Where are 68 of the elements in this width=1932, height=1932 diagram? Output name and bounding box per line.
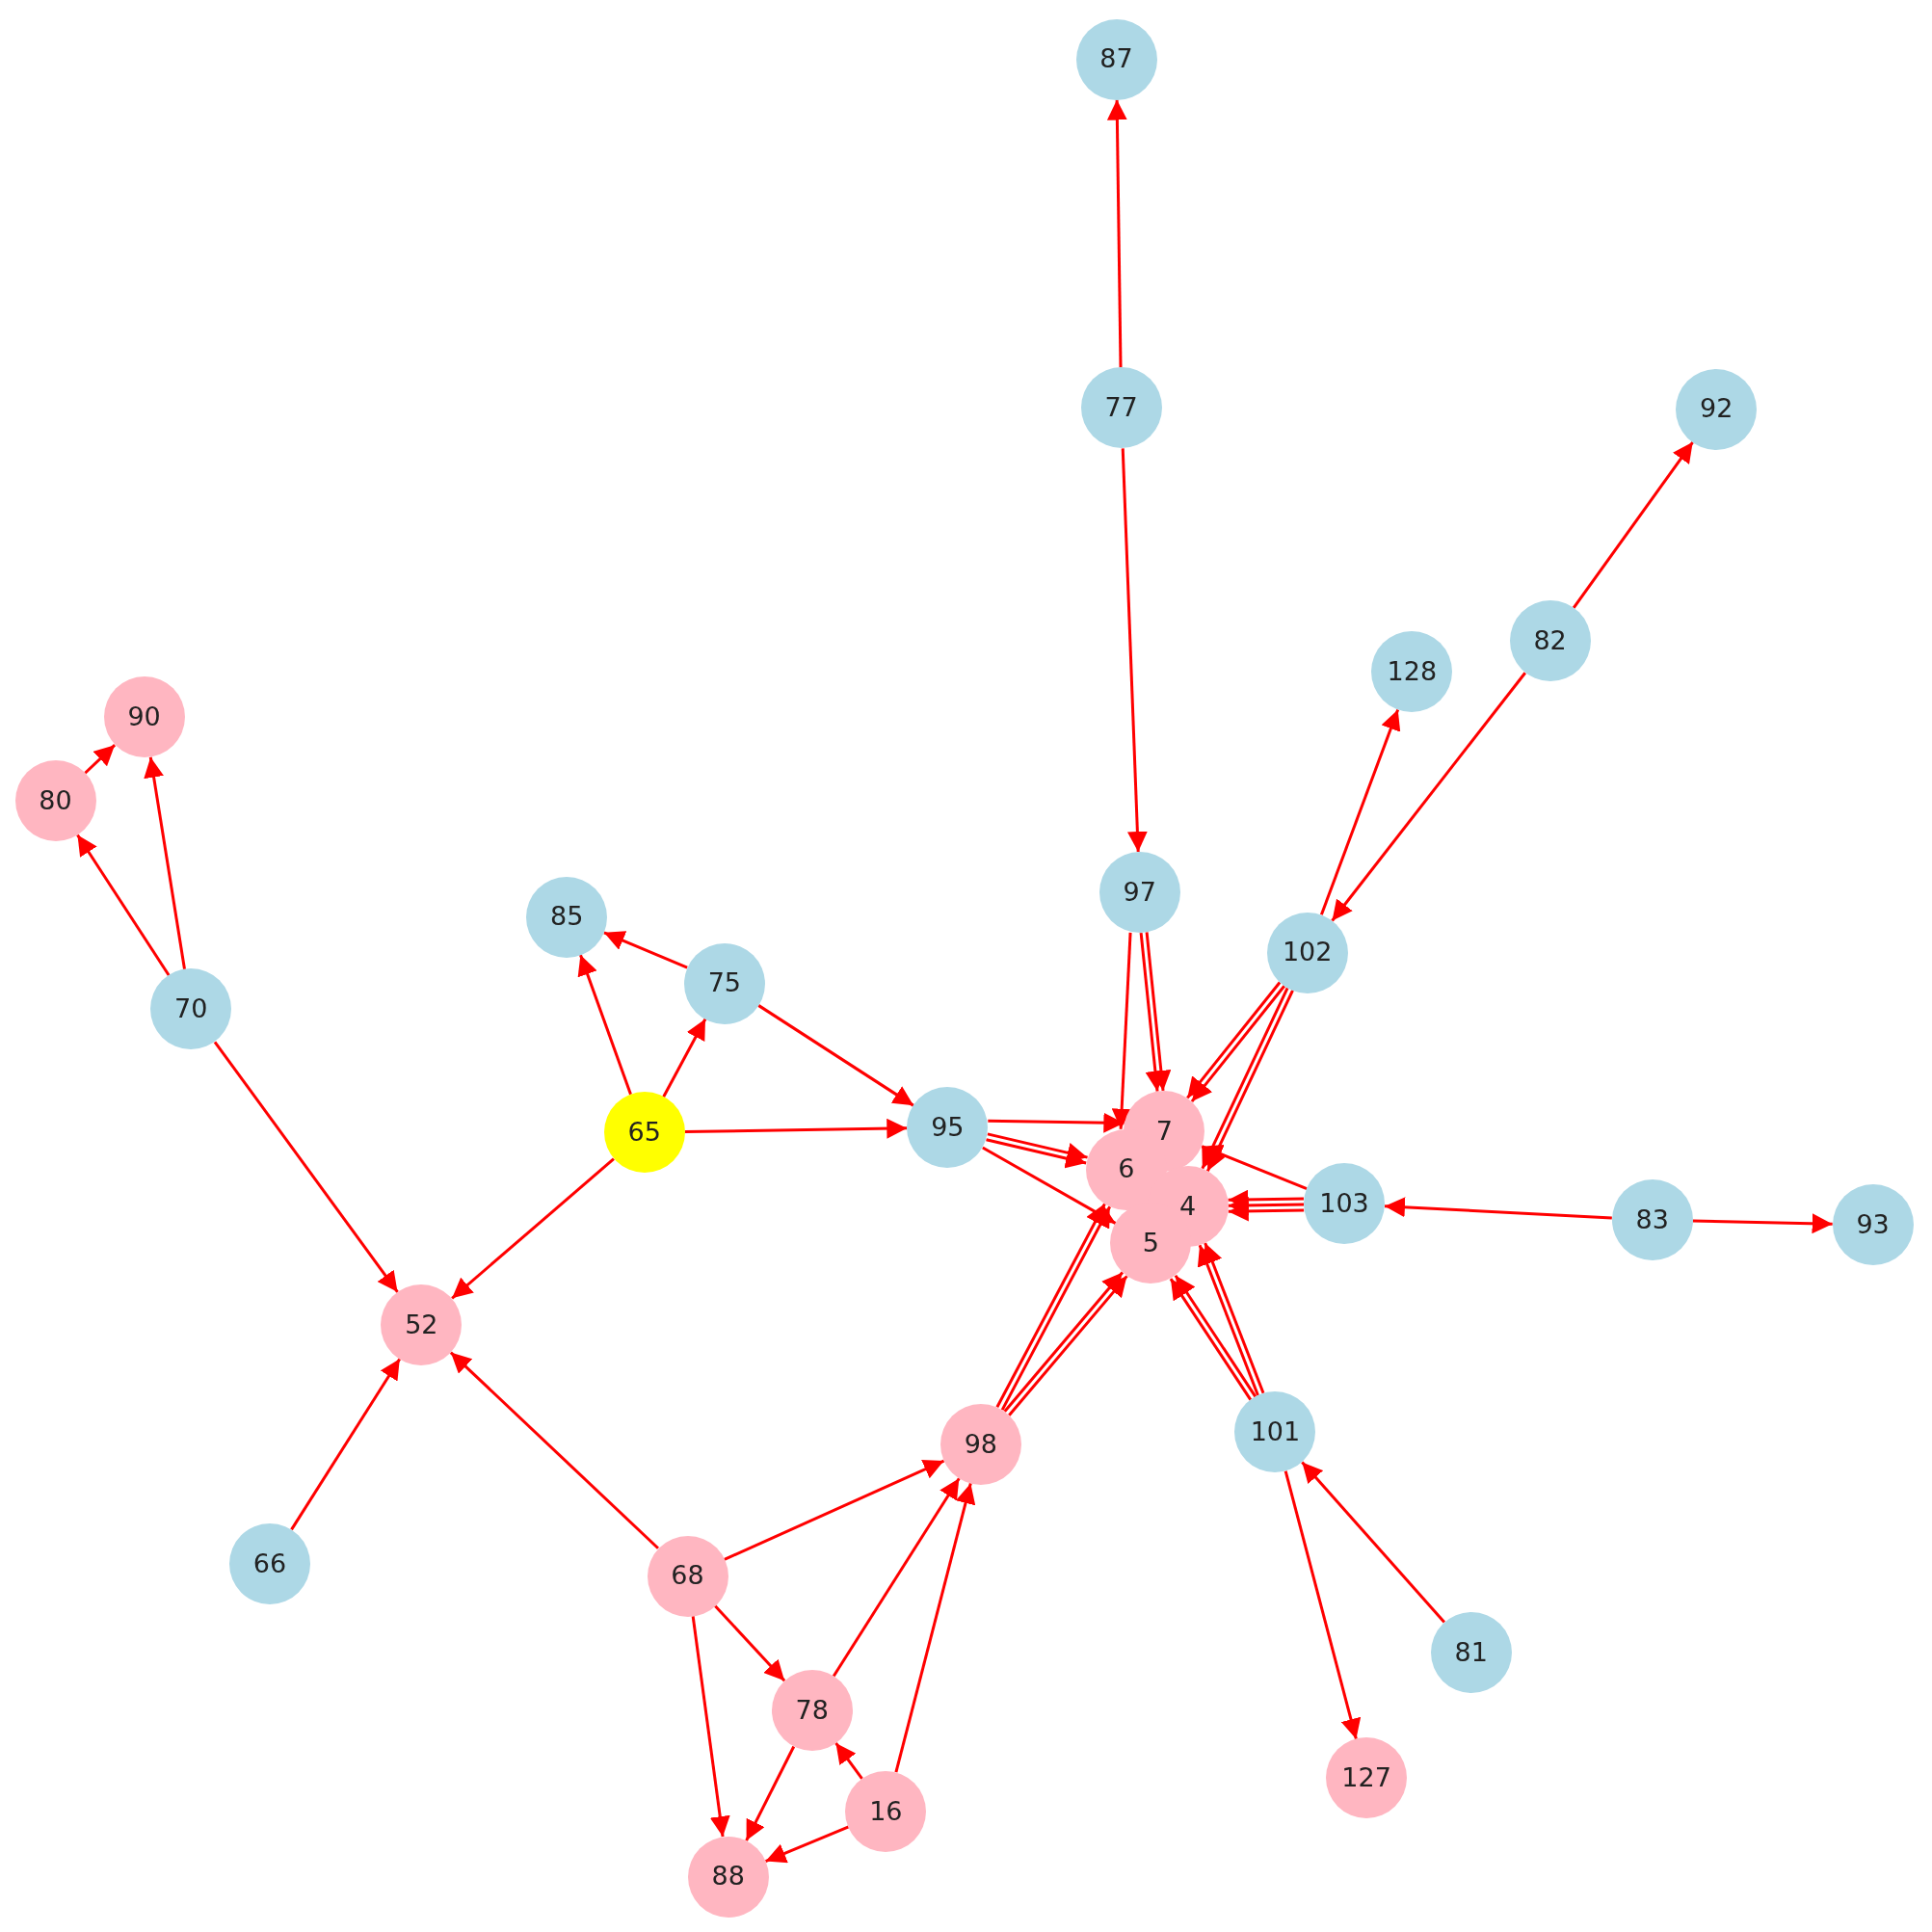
arrow xyxy=(757,1004,914,1107)
node-label: 66 xyxy=(252,1547,287,1580)
arrow xyxy=(1111,932,1132,1129)
arrow xyxy=(684,1118,908,1139)
arrow xyxy=(1572,440,1694,609)
node-label: 6 xyxy=(1118,1152,1135,1186)
node-label: 16 xyxy=(869,1794,903,1828)
arrow xyxy=(894,1483,976,1773)
node-label: 82 xyxy=(1533,623,1567,657)
node-label: 68 xyxy=(671,1559,704,1593)
arrow xyxy=(1284,1470,1362,1740)
arrow xyxy=(213,1041,399,1293)
arrow xyxy=(1228,1189,1304,1210)
arrow xyxy=(76,834,171,977)
node-label: 128 xyxy=(1387,654,1438,688)
arrow xyxy=(1331,672,1526,922)
arrow xyxy=(144,756,187,970)
node-label: 81 xyxy=(1454,1635,1488,1669)
node-label: 4 xyxy=(1179,1189,1197,1223)
node-label: 78 xyxy=(795,1693,829,1727)
node-label: 95 xyxy=(931,1110,965,1144)
node-label: 80 xyxy=(39,784,72,818)
node-label: 101 xyxy=(1250,1415,1301,1448)
node-label: 85 xyxy=(550,900,584,934)
node-label: 127 xyxy=(1341,1761,1391,1795)
node-label: 102 xyxy=(1282,936,1333,969)
arrow xyxy=(1301,1461,1445,1624)
node-label: 90 xyxy=(127,701,161,734)
node-label: 98 xyxy=(964,1427,997,1461)
arrow xyxy=(1145,932,1172,1092)
arrow xyxy=(764,1825,850,1864)
arrow xyxy=(1203,1242,1265,1394)
node-label: 92 xyxy=(1700,392,1734,426)
node-label: 88 xyxy=(711,1860,745,1893)
arrow xyxy=(1319,708,1401,915)
arrow xyxy=(1106,99,1127,368)
arrow xyxy=(1692,1213,1833,1234)
node-label: 5 xyxy=(1142,1227,1159,1260)
arrow xyxy=(713,1604,786,1682)
arrow xyxy=(1384,1197,1612,1220)
arrow xyxy=(1121,448,1148,853)
node-label: 52 xyxy=(405,1308,438,1341)
arrow xyxy=(290,1358,402,1531)
node-label: 70 xyxy=(174,992,208,1026)
arrow xyxy=(832,1477,961,1678)
arrow xyxy=(84,744,117,775)
arrow xyxy=(986,1138,1087,1169)
arrow xyxy=(834,1742,863,1780)
arrow xyxy=(662,1018,707,1098)
node-label: 103 xyxy=(1319,1187,1369,1221)
node-label: 65 xyxy=(627,1116,661,1150)
arrow xyxy=(603,931,688,969)
arrow xyxy=(724,1459,945,1561)
node-label: 77 xyxy=(1104,391,1138,425)
arrow xyxy=(691,1616,730,1838)
node-label: 83 xyxy=(1635,1203,1669,1236)
arrow xyxy=(1201,1144,1308,1191)
arrow xyxy=(982,1146,1117,1225)
arrow xyxy=(1197,1244,1259,1396)
node-label: 93 xyxy=(1856,1207,1890,1241)
arrow xyxy=(745,1745,796,1841)
arrow xyxy=(449,1351,659,1549)
node-label: 7 xyxy=(1155,1114,1173,1148)
arrow xyxy=(577,954,632,1096)
node-label: 75 xyxy=(707,966,742,1000)
node-label: 97 xyxy=(1123,875,1156,909)
arrow xyxy=(451,1157,615,1300)
node-label: 87 xyxy=(1099,42,1133,76)
